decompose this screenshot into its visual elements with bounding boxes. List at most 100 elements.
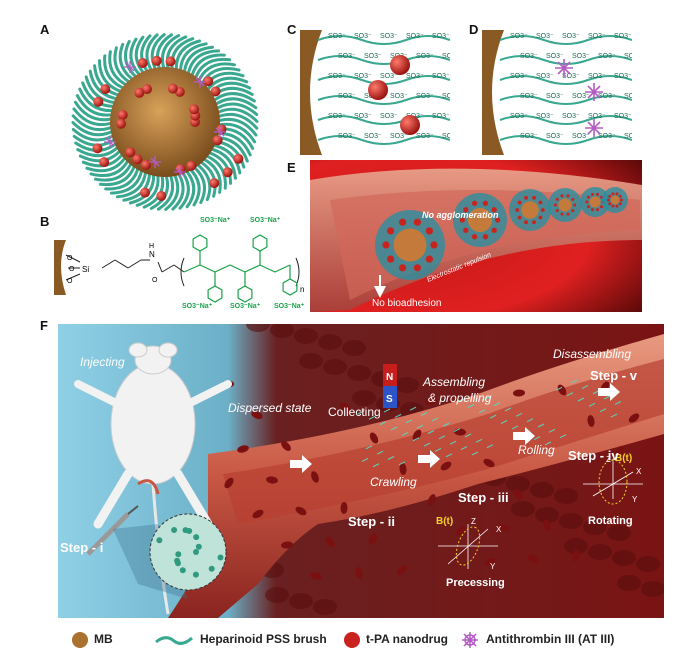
mouse-illustration [74,342,232,615]
svg-text:SO3⁻: SO3⁻ [546,133,564,140]
nanodrug-dot [233,153,244,164]
svg-text:SO3⁻: SO3⁻ [442,53,450,60]
at3-mark [194,76,206,88]
b-h: H [149,243,154,250]
svg-text:SO3⁻: SO3⁻ [536,73,554,80]
legend-brush: Heparinoid PSS brush [200,632,327,646]
label-assembling: Assembling [422,375,485,389]
label-step-ii: Step - ii [348,514,395,529]
svg-text:SO3⁻: SO3⁻ [572,133,590,140]
label-disassembling: Disassembling [553,347,631,361]
bt-label-2: B(t) [615,453,632,464]
at3-mark [585,119,603,137]
at3-mark [124,61,136,73]
svg-text:SO3⁻: SO3⁻ [510,33,528,40]
svg-text:SO3⁻: SO3⁻ [380,73,398,80]
nanodrug-dot [142,84,152,95]
svg-text:SO3⁻: SO3⁻ [624,93,632,100]
svg-text:SO3⁻: SO3⁻ [536,113,554,120]
svg-text:SO3⁻: SO3⁻ [588,113,606,120]
nanodrug-dot [189,104,200,115]
svg-text:SO3⁻: SO3⁻ [432,73,450,80]
svg-text:SO3⁻: SO3⁻ [406,73,424,80]
nanodrug-dot [151,55,162,66]
svg-text:SO3⁻: SO3⁻ [562,113,580,120]
svg-text:SO3⁻: SO3⁻ [354,73,372,80]
nanodrug-dot [400,115,420,135]
ax-x-2: X [636,467,642,476]
svg-text:SO3⁻: SO3⁻ [364,53,382,60]
svg-text:SO3⁻: SO3⁻ [624,53,632,60]
label-rolling: Rolling [518,443,555,457]
svg-text:SO3⁻: SO3⁻ [338,93,356,100]
nanodrug-dot [92,143,103,154]
svg-text:SO3⁻: SO3⁻ [416,133,434,140]
svg-text:SO3⁻: SO3⁻ [614,33,632,40]
b-o2: O [69,266,75,273]
label-step-v: Step - v [590,368,638,383]
nanodrug-dot [116,118,126,129]
svg-text:SO3⁻: SO3⁻ [354,113,372,120]
nanodrug-dot [368,80,388,100]
label-step-i: Step - i [60,540,103,555]
label-step-iii: Step - iii [458,490,509,505]
svg-text:SO3⁻: SO3⁻ [416,93,434,100]
legend: MB Heparinoid PSS brush t-PA nanodrug An… [70,628,670,652]
svg-text:SO3⁻: SO3⁻ [442,133,450,140]
nanodrug-dot [165,56,176,67]
panel-label-f: F [40,318,48,333]
panel-d-brush-at3: SO3⁻ SO3⁻ SO3⁻ SO3⁻ SO3⁻ SO3⁻ SO3⁻ SO3⁻ SO3⁻ SO3⁻… [482,30,632,155]
label-rotating: Rotating [588,515,633,527]
svg-text:SO3⁻: SO3⁻ [520,53,538,60]
nanodrug-dot [212,135,223,146]
svg-text:SO3⁻: SO3⁻ [588,33,606,40]
magnet-n-label: N [386,372,393,383]
panel-label-c: C [287,22,297,37]
b-si: Si [82,265,89,274]
panel-f-process-illustration: N S X Y Z X Y Z B(t) B(t) Injecting Disp… [58,324,664,618]
svg-text:SO3⁻: SO3⁻ [416,53,434,60]
b-so3-bot-2: SO3⁻Na⁺ [230,303,261,310]
legend-mb: MB [94,632,113,646]
svg-text:SO3⁻: SO3⁻ [572,53,590,60]
svg-text:SO3⁻: SO3⁻ [380,33,398,40]
svg-text:SO3⁻: SO3⁻ [546,53,564,60]
panel-a-particle-illustration [71,33,259,211]
b-so3-bot-1: SO3⁻Na⁺ [182,303,213,310]
nanodrug-dot [125,147,136,158]
b-so3-top-2: SO3⁻Na⁺ [250,217,281,224]
ax-x-1: X [496,525,502,534]
ax-z-1: Z [471,517,476,526]
nanodrug-dot [167,83,178,94]
at3-mark [555,59,573,77]
e-no-agglomeration: No agglomeration [422,210,499,220]
svg-text:SO3⁻: SO3⁻ [598,93,616,100]
svg-text:SO3⁻: SO3⁻ [598,133,616,140]
svg-text:SO3⁻: SO3⁻ [364,133,382,140]
svg-text:SO3⁻: SO3⁻ [520,93,538,100]
label-precessing: Precessing [446,577,505,589]
svg-text:SO3⁻: SO3⁻ [562,33,580,40]
svg-text:SO3⁻: SO3⁻ [536,33,554,40]
svg-text:SO3⁻: SO3⁻ [614,73,632,80]
ax-z-2: Z [606,455,611,464]
nanodrug-dot [117,109,128,120]
e-no-bioadhesion: No bioadhesion [372,298,442,309]
label-crawling: Crawling [370,475,417,489]
b-o1: O [67,255,73,262]
nanodrug-dot [140,187,150,198]
nanodrug-dot [132,154,143,165]
svg-text:SO3⁻: SO3⁻ [338,133,356,140]
nanodrug-dot [99,157,110,168]
nanodrug-dot [156,191,167,201]
b-n-sub: n [300,285,304,294]
b-n: N [149,250,155,259]
panel-b-chemical-structure: O O O Si N H O n SO3⁻Na⁺ SO3⁻Na⁺ SO3⁻Na⁺… [54,217,305,310]
b-so3-top-1: SO3⁻Na⁺ [200,217,231,224]
at3-mark [149,156,161,168]
brush-icon [155,636,194,645]
svg-text:SO3⁻: SO3⁻ [432,33,450,40]
at3-mark [174,166,186,178]
svg-text:SO3⁻: SO3⁻ [338,53,356,60]
nanodrug-dot [100,84,111,95]
